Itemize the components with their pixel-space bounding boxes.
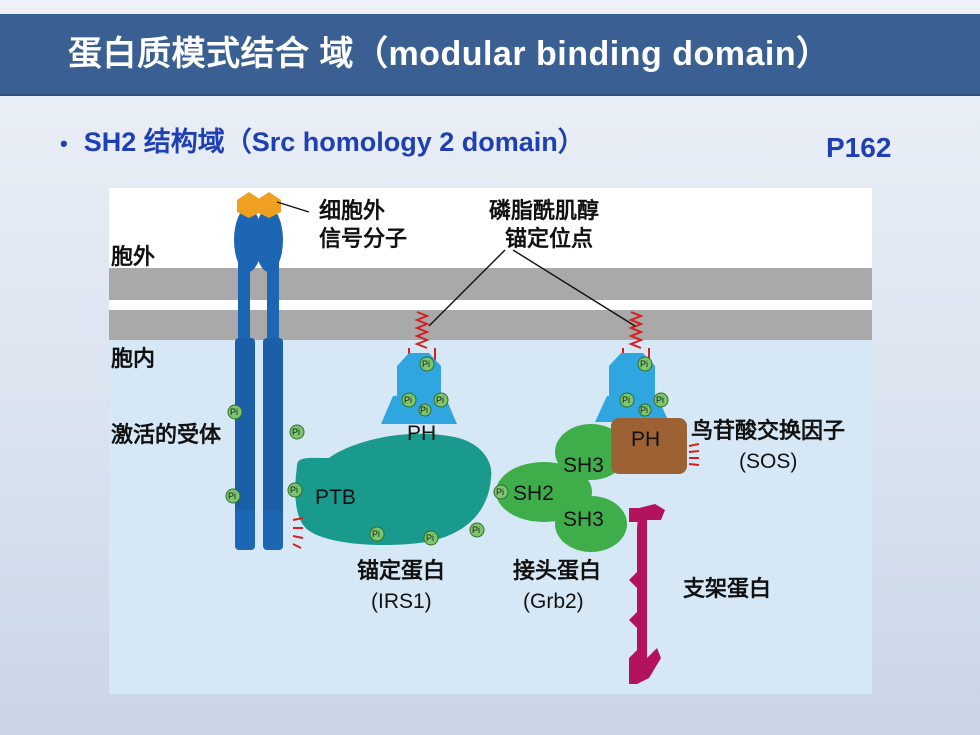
membrane-inner-leaflet — [109, 310, 872, 340]
svg-text:Pi: Pi — [228, 491, 236, 501]
ph-label-right: PH — [631, 428, 660, 451]
phosphate-labels: Pi Pi Pi Pi Pi Pi Pi Pi Pi Pi Pi Pi Pi P… — [228, 359, 664, 543]
sh3-domain-top — [555, 424, 627, 480]
sos-lipid-ticks — [688, 443, 700, 466]
label-lipid-2: 锚定位点 — [505, 226, 593, 252]
bullet-dot: • — [60, 131, 68, 156]
slide-title: 蛋白质模式结合 域（modular binding domain） — [68, 35, 831, 73]
sh3-label-top: SH3 — [563, 454, 604, 477]
svg-text:Pi: Pi — [496, 487, 504, 497]
sh3-label-bottom: SH3 — [563, 508, 604, 531]
svg-text:Pi: Pi — [640, 359, 648, 369]
membrane-gap — [109, 300, 872, 310]
label-grb-2: (Grb2) — [523, 590, 584, 613]
ph-domain-left — [397, 353, 441, 400]
svg-text:Pi: Pi — [290, 485, 298, 495]
sh3-domain-bottom — [555, 496, 627, 552]
signaling-diagram: Pi Pi Pi Pi Pi Pi Pi Pi Pi Pi Pi Pi Pi P… — [109, 188, 872, 694]
svg-text:Pi: Pi — [422, 359, 430, 369]
label-inside: 胞内 — [111, 346, 155, 372]
bullet-item: • SH2 结构域（Src homology 2 domain） — [60, 122, 585, 162]
svg-text:Pi: Pi — [640, 405, 648, 415]
label-irs-2: (IRS1) — [371, 590, 432, 613]
label-sos-1: 鸟苷酸交换因子 — [691, 418, 845, 444]
receptor — [234, 192, 283, 550]
cytoplasm — [109, 340, 872, 694]
grb2-protein — [496, 424, 627, 552]
svg-text:Pi: Pi — [420, 405, 428, 415]
label-sos-2: (SOS) — [739, 450, 797, 473]
svg-text:Pi: Pi — [404, 395, 412, 405]
sh2-label: SH2 — [513, 482, 554, 505]
label-lipid-1: 磷脂酰肌醇 — [489, 198, 599, 224]
ligand-icon — [237, 192, 261, 218]
svg-text:Pi: Pi — [436, 395, 444, 405]
label-grb-1: 接头蛋白 — [513, 558, 601, 584]
leader-lines — [276, 201, 636, 327]
label-receptor: 激活的受体 — [111, 422, 222, 448]
svg-text:Pi: Pi — [426, 533, 434, 543]
label-signal-1: 细胞外 — [319, 198, 385, 224]
sos-protein — [595, 353, 700, 474]
svg-text:Pi: Pi — [292, 427, 300, 437]
svg-text:Pi: Pi — [372, 529, 380, 539]
phosphate-groups — [225, 356, 669, 546]
bullet-text: SH2 结构域（Src homology 2 domain） — [83, 127, 585, 157]
title-bar: 蛋白质模式结合 域（modular binding domain） — [0, 14, 980, 96]
svg-text:Pi: Pi — [622, 395, 630, 405]
sh2-domain-figure: Pi Pi Pi Pi Pi Pi Pi Pi Pi Pi Pi Pi Pi P… — [109, 188, 872, 694]
page-reference: P162 — [826, 132, 892, 163]
receptor-ticks — [292, 517, 304, 549]
label-signal-2: 信号分子 — [319, 226, 407, 252]
svg-text:Pi: Pi — [472, 525, 480, 535]
label-outside: 胞外 — [111, 244, 155, 270]
label-irs-1: 锚定蛋白 — [357, 558, 445, 584]
ptb-label: PTB — [315, 486, 356, 509]
membrane-outer-leaflet — [109, 268, 872, 300]
scaffold-protein — [629, 504, 665, 684]
ph-label-left: PH — [407, 422, 436, 445]
svg-text:Pi: Pi — [230, 407, 238, 417]
svg-text:Pi: Pi — [656, 395, 664, 405]
label-scaffold: 支架蛋白 — [683, 576, 771, 602]
